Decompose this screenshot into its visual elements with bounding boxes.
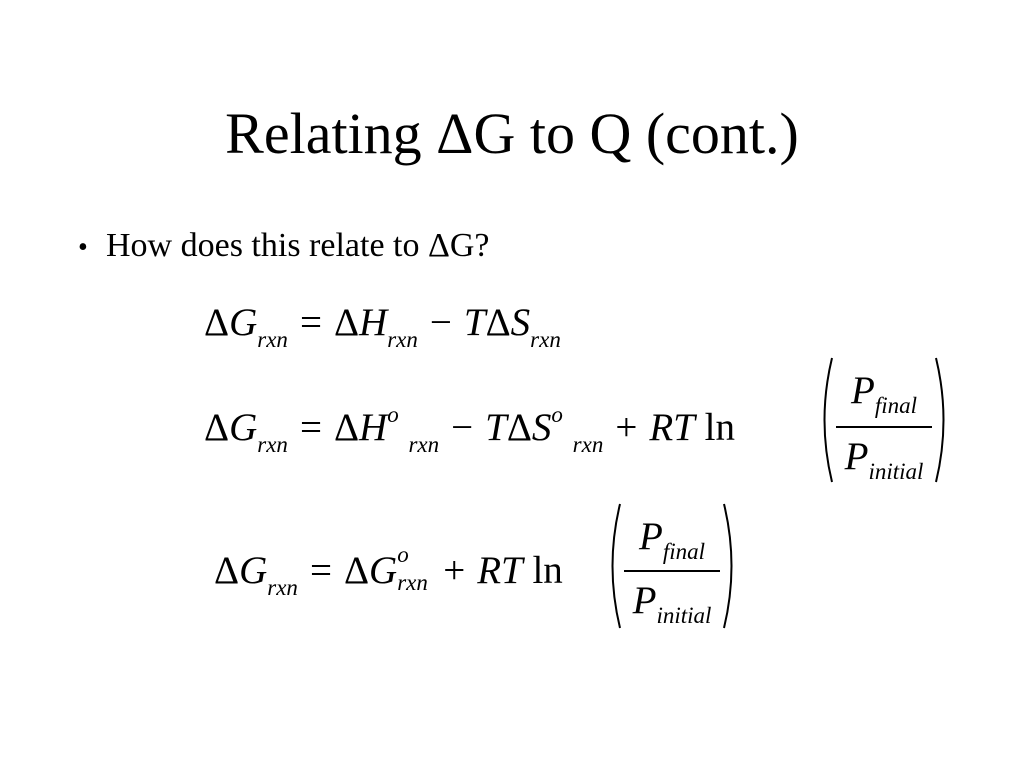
subscript-rxn: rxn	[257, 327, 288, 352]
symbol-p: P	[639, 515, 663, 558]
natural-log: ln	[704, 406, 735, 449]
superscript-standard: o	[397, 542, 409, 567]
equals-sign: =	[299, 301, 322, 344]
pressure-ratio-group: Pfinal Pinitial	[602, 502, 744, 634]
subscript-rxn: rxn	[387, 327, 418, 352]
symbol-p: P	[851, 369, 875, 412]
superscript-standard: o	[387, 402, 399, 427]
symbol-s: S	[510, 301, 531, 344]
symbol-g: G	[229, 406, 258, 449]
symbol-h: H	[359, 406, 388, 449]
symbol-g: G	[369, 549, 398, 592]
slide-title: Relating ΔG to Q (cont.)	[225, 101, 799, 166]
delta-symbol: Δ	[204, 406, 230, 449]
right-parenthesis-icon	[723, 503, 733, 629]
fraction-numerator: Pfinal	[624, 514, 720, 563]
subscript-rxn: rxn	[572, 432, 604, 457]
delta-symbol: Δ	[485, 301, 511, 344]
fraction-bar	[624, 570, 720, 572]
sup-sub-stack: o rxn	[397, 542, 431, 595]
delta-symbol: Δ	[506, 406, 532, 449]
subscript-initial: initial	[656, 603, 712, 628]
symbol-t: T	[463, 301, 486, 344]
pressure-fraction: Pfinal Pinitial	[836, 356, 932, 484]
bullet-text: How does this relate to ΔG?	[106, 227, 490, 264]
symbol-p: P	[632, 579, 657, 622]
left-parenthesis-icon	[823, 357, 833, 483]
subscript-rxn: rxn	[267, 575, 298, 600]
subscript-rxn: rxn	[257, 432, 288, 457]
symbol-g: G	[229, 301, 258, 344]
symbol-rt: RT	[649, 406, 695, 449]
natural-log: ln	[532, 549, 563, 592]
right-parenthesis-icon	[935, 357, 945, 483]
minus-sign: −	[429, 301, 452, 344]
pressure-fraction: Pfinal Pinitial	[624, 502, 720, 630]
delta-symbol: Δ	[333, 406, 360, 449]
plus-sign: +	[615, 406, 638, 449]
subscript-rxn: rxn	[397, 570, 428, 595]
equals-sign: =	[309, 549, 332, 592]
plus-sign: +	[443, 549, 466, 592]
minus-sign: −	[451, 406, 474, 449]
symbol-t: T	[485, 406, 507, 449]
delta-symbol: Δ	[204, 301, 230, 344]
bullet-item: • How does this relate to ΔG?	[78, 226, 490, 268]
fraction-denominator: Pinitial	[836, 434, 932, 483]
symbol-h: H	[359, 301, 388, 344]
equation-gibbs-pressure-expanded: ΔGrxn=ΔHo rxn−TΔSo rxn+RT ln	[204, 402, 735, 456]
symbol-s: S	[531, 406, 552, 449]
equation-gibbs-enthalpy-entropy: ΔGrxn=ΔHrxn−TΔSrxn	[204, 300, 561, 351]
fraction-denominator: Pinitial	[624, 578, 720, 627]
fraction-bar	[836, 426, 932, 428]
superscript-standard: o	[551, 402, 563, 427]
subscript-rxn: rxn	[408, 432, 440, 457]
pressure-ratio-group: Pfinal Pinitial	[814, 356, 956, 488]
delta-symbol: Δ	[333, 301, 360, 344]
fraction-numerator: Pfinal	[836, 368, 932, 417]
symbol-g: G	[239, 549, 268, 592]
bullet-dot: •	[78, 232, 88, 263]
delta-symbol: Δ	[214, 549, 240, 592]
delta-symbol: Δ	[343, 549, 370, 592]
subscript-final: final	[662, 539, 705, 564]
left-parenthesis-icon	[611, 503, 621, 629]
subscript-final: final	[874, 393, 917, 418]
subscript-initial: initial	[868, 459, 924, 484]
subscript-rxn: rxn	[530, 327, 561, 352]
equals-sign: =	[299, 406, 322, 449]
symbol-rt: RT	[477, 549, 523, 592]
symbol-p: P	[844, 435, 869, 478]
